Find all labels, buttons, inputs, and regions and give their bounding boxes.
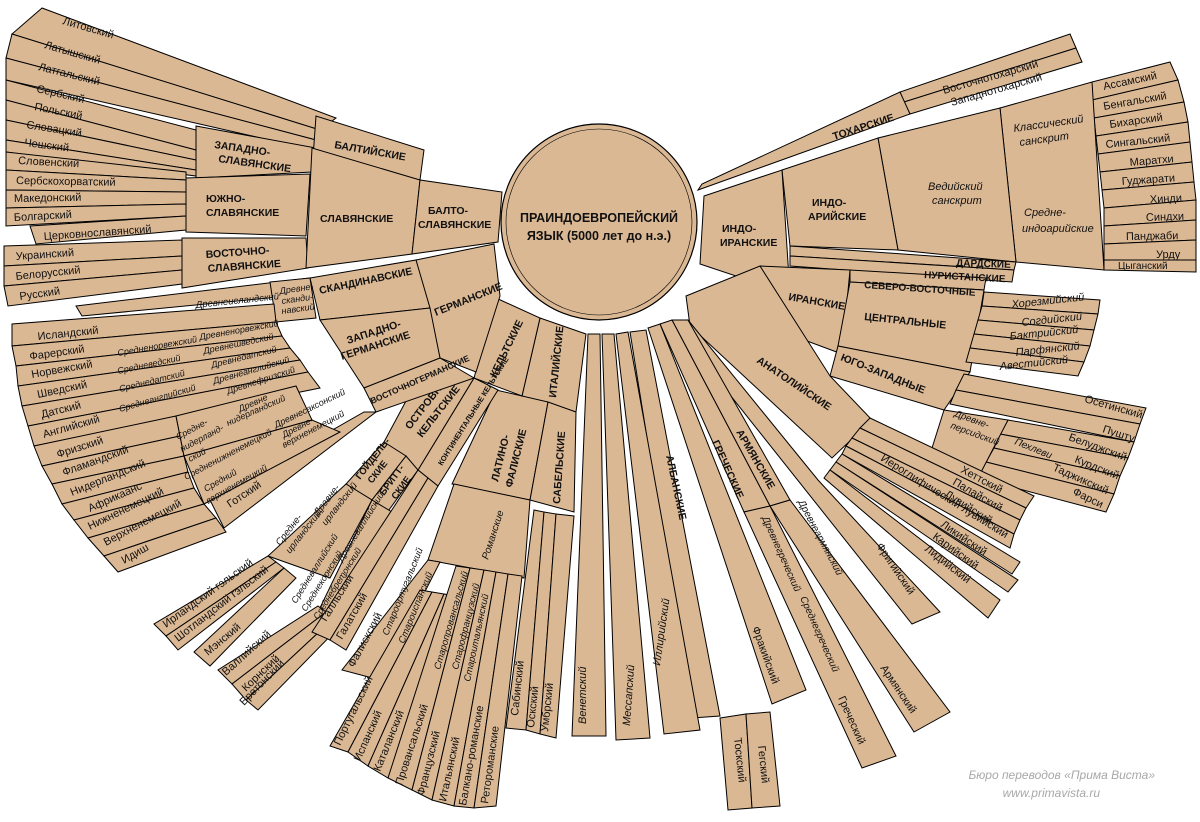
band-illyrian bbox=[615, 331, 701, 735]
credit-url[interactable]: www.primavista.ru bbox=[1002, 786, 1100, 800]
root-title-line1: ПРАИНДОЕВРОПЕЙСКИЙ bbox=[520, 210, 678, 225]
band-hier-luwian bbox=[841, 445, 1015, 549]
group-nuristani: НУРИСТАНСКИЕ bbox=[924, 270, 1006, 285]
group-south-slavic-1: ЮЖНО- bbox=[206, 193, 246, 205]
stage-vedic-1: Ведийский bbox=[928, 181, 983, 193]
group-balto-slavic-2: СЛАВЯНСКИЕ bbox=[418, 219, 491, 231]
group-sabellic: САБЕЛЬСКИЕ bbox=[551, 431, 568, 504]
cell-irish-stages bbox=[267, 483, 373, 579]
stage-middle-indo-aryan-2: индоарийские bbox=[1022, 223, 1094, 235]
lang-sindhi: Синдхи bbox=[1146, 211, 1185, 224]
stage-vedic-2: санскрит bbox=[932, 195, 982, 207]
lang-czech: Чешский bbox=[24, 137, 70, 154]
group-indo-iranian-1: ИНДО- bbox=[722, 223, 757, 235]
lang-hindi: Хинди bbox=[1150, 192, 1183, 206]
stage-old-scand-2: сканди- bbox=[281, 292, 314, 306]
cell-south-slavic bbox=[185, 173, 311, 237]
lang-venetic: Венетский bbox=[577, 667, 589, 724]
cell-nuristani bbox=[789, 255, 1015, 283]
lang-serbocroat: Сербскохорватский bbox=[16, 175, 116, 189]
stage-old-scand-1: Древне- bbox=[278, 281, 314, 296]
southern-branches: АНАТОЛИЙСКИЕ Хеттский Палайский Лувийски… bbox=[571, 265, 1035, 811]
cell-middle-indo-aryan bbox=[999, 81, 1105, 271]
group-east-slavic-2: СЛАВЯНСКИЕ bbox=[207, 258, 281, 275]
lang-gujarati: Гуджарати bbox=[1121, 172, 1175, 188]
band-greek bbox=[743, 505, 897, 769]
group-dardic: ДАРДСКИЕ bbox=[956, 258, 1011, 271]
band-galatian bbox=[329, 477, 439, 651]
group-east-slavic-1: ВОСТОЧНО- bbox=[205, 245, 270, 261]
band-thracian bbox=[647, 323, 807, 705]
lang-russian: Русский bbox=[19, 285, 61, 303]
band-gheg bbox=[745, 711, 781, 809]
stage-old-scand-3: навский bbox=[281, 301, 315, 316]
band-messapic bbox=[601, 333, 651, 741]
group-indo-aryan-1: ИНДО- bbox=[812, 197, 847, 209]
lang-macedonian: Македонский bbox=[14, 192, 82, 205]
indo-iranian-branch: Восточнотохарский Западнотохарский ТОХАР… bbox=[696, 33, 1197, 513]
group-balto-slavic-1: БАЛТО- bbox=[428, 205, 469, 217]
credit-company: Бюро переводов «Прима Виста» bbox=[968, 768, 1155, 782]
lang-urdu: Урду bbox=[1156, 249, 1181, 261]
lang-marathi: Маратхи bbox=[1129, 153, 1174, 169]
group-south-slavic-2: СЛАВЯНСКИЕ bbox=[206, 207, 279, 219]
group-indo-iranian-2: ИРАНСКИЕ bbox=[720, 237, 777, 249]
cell-east-germanic bbox=[363, 357, 476, 413]
cell-german-stages bbox=[183, 419, 342, 505]
band-venetic bbox=[571, 333, 607, 737]
root-node: ПРАИНДОЕВРОПЕЙСКИЙ ЯЗЫК (5000 лет до н.э… bbox=[500, 123, 698, 321]
lang-slovene: Словенский bbox=[18, 155, 80, 170]
stage-middle-indo-aryan-1: Средне- bbox=[1024, 207, 1066, 219]
group-indo-aryan-2: АРИЙСКИЕ bbox=[808, 210, 866, 223]
lang-sabine: Сабинский bbox=[509, 660, 527, 716]
band-english bbox=[27, 371, 321, 447]
root-inner-ring bbox=[505, 128, 693, 316]
cell-sabellic bbox=[529, 401, 577, 513]
band-lycian bbox=[835, 453, 1021, 575]
band-urdu bbox=[1103, 239, 1197, 261]
band-yiddish bbox=[103, 517, 227, 573]
lang-umbrian: Умбрский bbox=[539, 682, 556, 732]
band-carian bbox=[829, 461, 1019, 593]
cell-romance bbox=[427, 483, 531, 579]
group-slavic: СЛАВЯНСКИЕ bbox=[320, 213, 393, 225]
band-lydian bbox=[823, 469, 1001, 619]
band-manx bbox=[193, 567, 297, 667]
band-umbrian bbox=[539, 513, 575, 739]
lang-bulgarian: Болгарский bbox=[14, 209, 73, 224]
root-title-line2: ЯЗЫК (5000 лет до н.э.) bbox=[527, 229, 671, 243]
band-rhaeto-romance bbox=[473, 573, 523, 809]
lang-oscan: Оскский bbox=[525, 686, 541, 729]
lang-tosk: Тоскский bbox=[731, 737, 748, 783]
italic-branch: ИТАЛИЙСКИЕ ЛАТИНО- ФАЛИСКИЕ САБЕЛЬСКИЕ Р… bbox=[329, 317, 587, 809]
lang-ukrainian: Украинский bbox=[15, 247, 74, 263]
cell-tocharian bbox=[696, 91, 911, 191]
band-armenian bbox=[769, 499, 951, 733]
cell-balto-slavic bbox=[411, 179, 503, 255]
balto-slavic-branch: Литовский Латышский Латгальский Сербский… bbox=[3, 7, 503, 307]
band-avestan bbox=[965, 347, 1085, 377]
lang-messapic: Мессапский bbox=[621, 664, 637, 726]
lang-punjabi: Панджаби bbox=[1126, 230, 1179, 243]
band-scottish-gaelic bbox=[165, 561, 285, 651]
cell-indo-aryan bbox=[781, 137, 899, 251]
lang-romani: Цыганский bbox=[1118, 261, 1168, 272]
lang-gheg: Гегский bbox=[755, 745, 771, 784]
